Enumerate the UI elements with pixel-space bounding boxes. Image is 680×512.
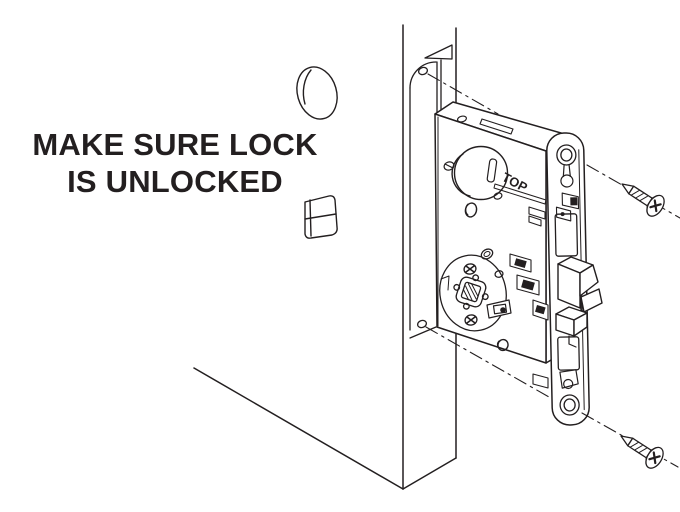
aux-latch-bevel [580,288,603,313]
screw-bottom [620,435,664,469]
door-face-bottom-line [193,367,404,490]
rosette-screw-top [463,263,477,275]
screw-phillips-cross [649,199,662,213]
case-clip-4 [532,373,549,389]
latch-bolt [557,256,599,309]
door-edge-bottom-line [402,457,457,490]
case-cylinder-hole [451,145,509,201]
top-indicator-pin [486,158,498,183]
top-pointer-bar [493,183,547,205]
caption: MAKE SURE LOCK IS UNLOCKED [0,126,350,200]
latch-bevel-face [579,264,599,297]
centerlines-right [581,164,680,468]
thumbturn-hole-outline [304,195,338,239]
pocket-top-notch [424,44,453,60]
auxiliary-latch [580,288,603,313]
deadbolt-guard-pin [568,335,577,348]
cylinder-hole-depth-arc [302,69,312,105]
hub-lobe-s [462,302,470,310]
rosette-notch [440,275,450,291]
deadbolt [555,306,588,348]
caption-line-2: IS UNLOCKED [67,164,283,199]
caption-line-1: MAKE SURE LOCK [32,127,318,162]
top-indicator-hole [493,192,503,200]
rosette-screw-bottom [464,314,478,326]
deadbolt-side-face [573,312,588,337]
case-clips [509,206,549,389]
faceplate-clip-top [555,192,580,222]
hub-lobe-e [481,293,489,301]
case-oval-ring [480,248,494,260]
case-oval-hole-lower [496,338,509,352]
door-panel [193,24,457,490]
screw-top [621,183,665,217]
hub-lobe-n [472,274,480,282]
centerline-bottom-left-segment [425,326,550,398]
centerline-top-left-segment [427,73,499,115]
thumbturn-hole-mid-edge [304,213,337,220]
centerlines-left [425,73,550,398]
mortise-pocket [409,44,453,339]
case-oval-hole-upper [464,202,478,218]
pocket-bottom-line [409,326,437,339]
pocket-arc [409,61,437,89]
faceplate-cutout-lower [557,336,580,371]
case-cylinder-hole-depth-arc [451,153,471,197]
cylinder-hole-outline [296,66,338,120]
rosette-mounting-tab [486,299,512,319]
spindle-hub [453,274,489,310]
faceplate-adjust-tab-bottom [559,369,579,390]
faceplate-cutout-upper [554,213,579,257]
case-top-hole [456,115,468,123]
faceplate-screw-hole-top [556,144,577,166]
screw-phillips-cross [648,451,661,465]
case-top-slot [479,118,514,135]
door-face-cylinder-hole [296,66,338,120]
faceplate-screw-hole-bottom [559,394,580,416]
screw-threads [631,189,648,202]
screw-threads [630,441,647,454]
hub-lobe-w [453,283,461,291]
hub-rosette [439,248,512,332]
pilot-hole-bottom [416,319,428,329]
case-small-hole [494,270,504,278]
case-clip-3 [532,299,549,321]
case-screw [443,161,455,171]
case-clip-1 [509,253,532,273]
latch-front-face [557,263,581,309]
pilot-hole-top [417,66,429,76]
door-face-thumbturn-hole [304,195,338,239]
case-cylinder-hole-outline [453,145,509,201]
faceplate-adjust-tab-top [560,164,574,188]
case-clip-2 [516,274,540,296]
